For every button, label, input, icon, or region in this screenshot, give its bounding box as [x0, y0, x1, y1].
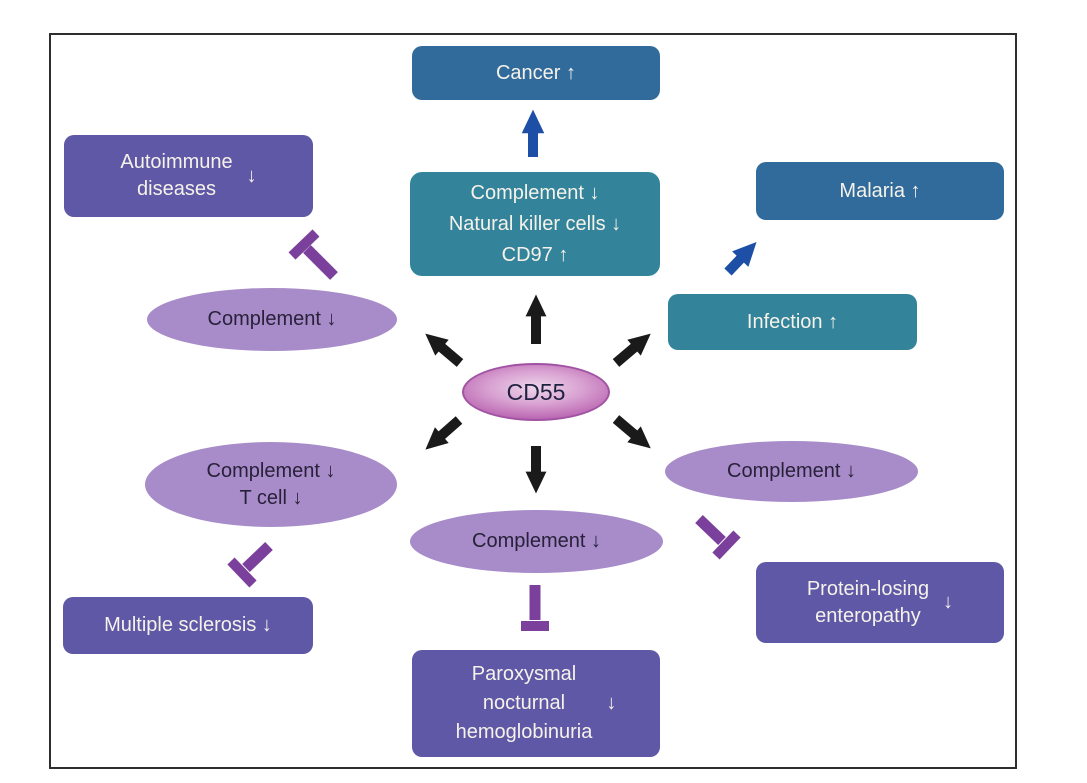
inhibit-autoimmune-icon: [288, 229, 338, 280]
node-pnh: Paroxysmal nocturnal hemoglobinuria ↓: [412, 650, 660, 757]
node-cd55-label: CD55: [506, 378, 566, 405]
node-complement-tcell-label: Complement ↓ T cell ↓: [206, 459, 336, 509]
node-complement-right-label: Complement ↓: [727, 460, 856, 482]
down-arrow-glyph: ↓: [943, 591, 954, 613]
node-malaria-label: Malaria ↑: [839, 179, 921, 202]
down-arrow-glyph: ↓: [606, 692, 617, 714]
node-multiple-sclerosis: Multiple sclerosis ↓: [63, 597, 313, 654]
node-complement-bottom: Complement ↓: [410, 510, 663, 573]
node-complement-left: Complement ↓: [147, 288, 397, 351]
node-cd55: CD55: [462, 363, 610, 421]
node-pnh-label: Paroxysmal nocturnal hemoglobinuria: [455, 663, 593, 743]
node-cancer: Cancer ↑: [412, 46, 660, 100]
effect-arrow-down-right-icon: [612, 415, 651, 449]
node-ple: Protein-losing enteropathy ↓: [756, 562, 1004, 643]
node-ple-label: Protein-losing enteropathy: [806, 577, 930, 627]
inhibit-pnh-icon: [521, 585, 549, 631]
node-mediators-top: Complement ↓ Natural killer cells ↓ CD97…: [410, 172, 660, 276]
effect-arrow-down-left-icon: [425, 416, 463, 450]
inhibit-multiple-sclerosis-icon: [227, 542, 273, 588]
node-infection: Infection ↑: [668, 294, 917, 350]
effect-arrow-up-left-icon: [425, 333, 464, 367]
cd55-effect-arrows: [425, 294, 651, 494]
node-malaria: Malaria ↑: [756, 162, 1004, 220]
node-complement-tcell: Complement ↓ T cell ↓: [145, 442, 397, 527]
node-mediators-top-label: Complement ↓ Natural killer cells ↓ CD97…: [448, 181, 622, 266]
node-autoimmune-label: Autoimmune diseases: [120, 151, 233, 200]
promote-arrow-malaria-icon: [724, 242, 757, 276]
node-autoimmune: Autoimmune diseases ↓: [64, 135, 313, 217]
effect-arrow-up-right-icon: [612, 333, 651, 367]
inhibit-ple-icon: [695, 515, 741, 560]
down-arrow-glyph: ↓: [246, 164, 257, 187]
node-cancer-label: Cancer ↑: [495, 61, 577, 84]
node-infection-label: Infection ↑: [746, 310, 839, 333]
node-complement-bottom-label: Complement ↓: [472, 530, 601, 552]
node-complement-right: Complement ↓: [665, 441, 918, 502]
node-multiple-sclerosis-label: Multiple sclerosis ↓: [104, 614, 272, 636]
node-complement-left-label: Complement ↓: [207, 308, 337, 330]
